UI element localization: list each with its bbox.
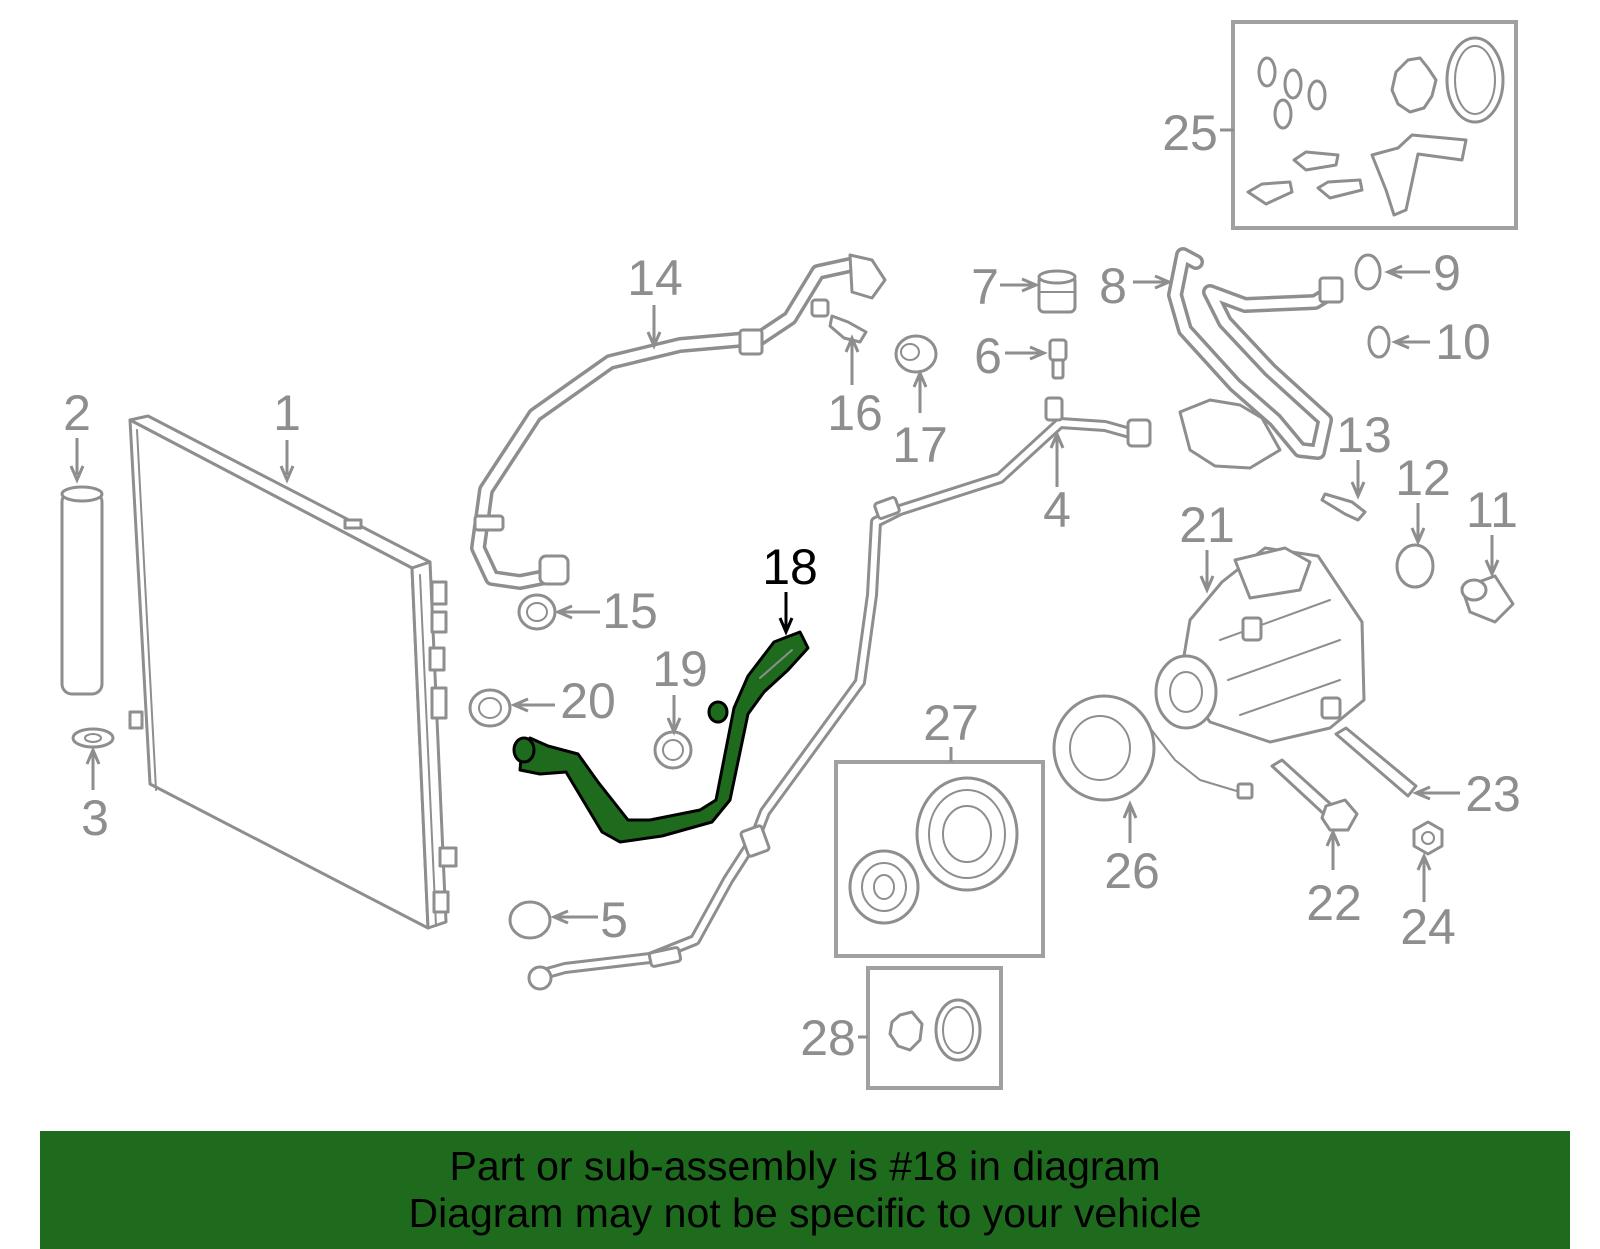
- callout-8: 8: [1099, 258, 1127, 314]
- part-21-compressor: [1154, 546, 1366, 744]
- callout-24: 24: [1400, 899, 1456, 955]
- callout-2: 2: [63, 385, 91, 441]
- part-10-o-ring: [1367, 325, 1391, 359]
- callout-15: 15: [602, 583, 658, 639]
- callout-25: 25: [1162, 105, 1218, 161]
- part-3-o-ring: [71, 727, 115, 749]
- part-28-shim-kit: [866, 966, 1003, 1090]
- part-info-banner: Part or sub-assembly is #18 in diagram D…: [40, 1131, 1570, 1249]
- callout-16: 16: [827, 385, 883, 441]
- callout-13: 13: [1336, 407, 1392, 463]
- callout-5: 5: [600, 892, 628, 948]
- callout-17: 17: [892, 417, 948, 473]
- banner-part-number-text: Part or sub-assembly is #18 in diagram: [449, 1143, 1161, 1189]
- part-9-o-ring: [1354, 253, 1382, 291]
- callout-28: 28: [800, 1010, 856, 1066]
- part-14-discharge-line: [470, 253, 887, 590]
- part-24-nut: [1412, 820, 1444, 856]
- part-13-bolt: [1320, 492, 1367, 522]
- part-6-valve-core: [1048, 338, 1068, 380]
- part-2-receiver-drier: [60, 485, 104, 696]
- callout-21: 21: [1179, 497, 1235, 553]
- callout-3: 3: [81, 790, 109, 846]
- part-16-bolt: [828, 314, 868, 344]
- part-23-stud: [1334, 726, 1418, 798]
- callout-9: 9: [1433, 245, 1461, 301]
- callout-11: 11: [1466, 482, 1518, 538]
- callout-10: 10: [1435, 314, 1491, 370]
- part-7-cap: [1037, 269, 1077, 314]
- part-12-o-ring: [1395, 543, 1435, 589]
- leader-lines: [69, 128, 1500, 1039]
- part-22-bolt: [1270, 758, 1359, 832]
- callout-20: 20: [560, 673, 616, 729]
- part-18-ac-hose-highlighted: [512, 630, 810, 844]
- part-5-o-ring: [508, 900, 552, 940]
- callout-1: 1: [273, 385, 301, 441]
- callout-22: 22: [1306, 875, 1362, 931]
- callout-labels: 1 2 3 4 5 6 7 8 9 10 11 12 13 14 15 16 1…: [63, 105, 1521, 1066]
- part-20-o-ring: [468, 688, 512, 728]
- part-17-bushing: [894, 334, 938, 374]
- part-26-clutch-coil: [1052, 694, 1254, 802]
- part-25-seal-kit: [1231, 20, 1518, 230]
- callout-27: 27: [923, 695, 979, 751]
- callout-19: 19: [652, 641, 708, 697]
- part-1-condenser: [128, 414, 458, 930]
- callout-18-highlighted: 18: [762, 539, 818, 595]
- part-27-clutch-assembly: [834, 760, 1045, 958]
- callout-6: 6: [974, 328, 1002, 384]
- part-4-liquid-line: [527, 396, 1152, 991]
- part-15-o-ring: [517, 593, 557, 631]
- part-8-suction-line: [1167, 247, 1344, 470]
- part-19-o-ring: [653, 730, 693, 770]
- callout-26: 26: [1104, 843, 1160, 899]
- callout-7: 7: [971, 259, 999, 315]
- callout-23: 23: [1465, 766, 1521, 822]
- callout-12: 12: [1395, 450, 1451, 506]
- callout-14: 14: [627, 250, 683, 306]
- callout-4: 4: [1043, 482, 1071, 538]
- banner-disclaimer-text: Diagram may not be specific to your vehi…: [408, 1190, 1202, 1236]
- part-11-pressure-switch: [1460, 574, 1515, 624]
